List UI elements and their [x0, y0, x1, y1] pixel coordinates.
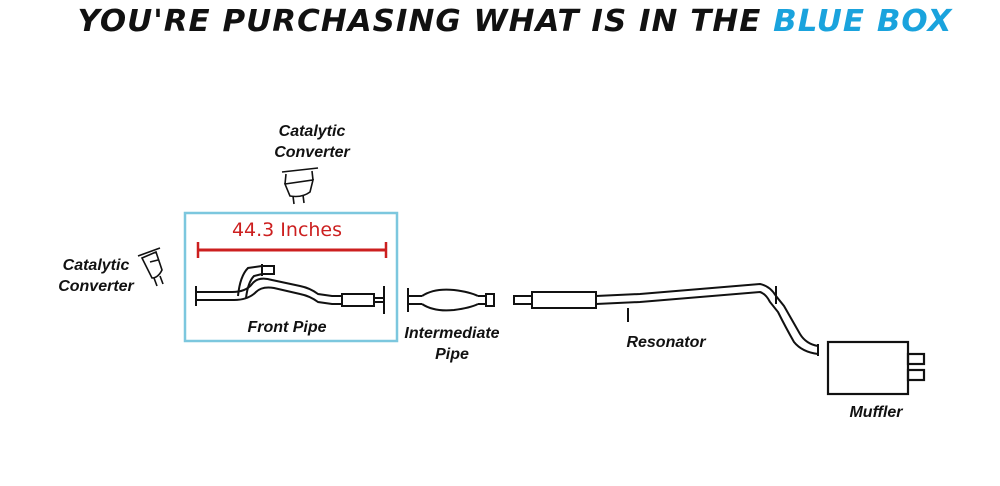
- selection-box: [183, 211, 399, 343]
- label-intermediate-line2: Pipe: [435, 346, 469, 363]
- label-intermediate-line1: Intermediate: [404, 325, 499, 342]
- catalytic-converter-left-icon: [137, 247, 164, 287]
- page-banner: YOU'RE PURCHASING WHAT IS IN THE BLUE BO…: [0, 0, 1000, 44]
- front-pipe-part: [195, 264, 385, 314]
- label-resonator: Resonator: [626, 334, 706, 351]
- label-muffler: Muffler: [849, 404, 903, 421]
- label-catalytic-top-line1: Catalytic: [279, 123, 346, 140]
- measurement-line: [196, 242, 388, 258]
- label-front-pipe: Front Pipe: [247, 319, 326, 336]
- banner-text: YOU'RE PURCHASING WHAT IS IN THE: [77, 4, 774, 39]
- label-catalytic-left-line1: Catalytic: [63, 257, 130, 274]
- label-catalytic-left-line2: Converter: [58, 278, 134, 295]
- banner-accent-text: BLUE BOX: [773, 4, 953, 39]
- catalytic-converter-top-icon: [281, 167, 319, 205]
- label-catalytic-top-line2: Converter: [274, 144, 350, 161]
- intermediate-pipe-part: [407, 288, 495, 312]
- resonator-part: [513, 282, 819, 356]
- measurement-label: 44.3 Inches: [232, 219, 342, 241]
- muffler-part: [826, 340, 926, 396]
